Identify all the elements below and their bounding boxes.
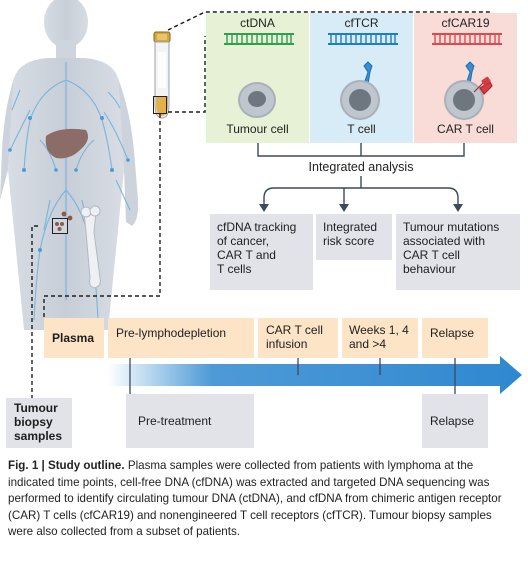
- output-box-cfdna-tracking: cfDNA tracking of cancer, CAR T and T ce…: [210, 214, 313, 290]
- timepoint-pre-lymphodepletion: Pre-lymphodepletion: [108, 318, 254, 358]
- dna-icon-ctdna: [224, 33, 294, 45]
- sample-tube-icon: [153, 31, 171, 119]
- output-line: behaviour: [403, 262, 456, 276]
- timepoint-relapse: Relapse: [422, 318, 488, 358]
- tumour-label-line: biopsy: [14, 415, 53, 429]
- plasma-label-box: Plasma: [44, 318, 104, 358]
- cell-label-cftcr: T cell: [347, 122, 376, 136]
- output-line: Integrated: [323, 220, 378, 234]
- car-t-cell-icon: [444, 61, 493, 120]
- output-line: T cells: [217, 262, 252, 276]
- biopsy-pre-treatment: Pre-treatment: [126, 394, 254, 448]
- timepoint-weeks: Weeks 1, 4 and >4: [342, 318, 418, 358]
- output-line: associated with: [403, 234, 486, 248]
- panel-title-cfcar19: cfCAR19: [441, 16, 490, 30]
- tumour-biopsy-label-box: Tumour biopsy samples: [6, 398, 72, 448]
- biopsy-timepoint-label: Relapse: [430, 414, 475, 428]
- tumour-label-line: samples: [14, 429, 63, 443]
- output-box-tumour-mutations: Tumour mutations associated with CAR T c…: [396, 214, 520, 290]
- biopsy-site-box: [52, 218, 68, 234]
- caption-text: Plasma samples were collected from patie…: [8, 459, 502, 539]
- timepoint-car-t-infusion: CAR T cell infusion: [258, 318, 338, 358]
- human-figure: [0, 0, 139, 330]
- cell-label-cfcar19: CAR T cell: [437, 122, 494, 136]
- output-line: Tumour mutations: [403, 220, 500, 234]
- plasma-label: Plasma: [52, 331, 95, 345]
- t-cell-icon: [340, 61, 380, 120]
- tube-highlight-box: [153, 96, 167, 114]
- figure-caption: Fig. 1 | Study outline. Plasma samples w…: [8, 458, 520, 541]
- dna-icon-cftcr: [328, 33, 398, 45]
- timepoint-label: Weeks 1, 4: [349, 323, 409, 337]
- tumour-label-line: Tumour: [14, 401, 58, 415]
- output-line: risk score: [323, 234, 375, 248]
- cell-label-ctdna: Tumour cell: [226, 122, 289, 136]
- biopsy-timepoint-label: Pre-treatment: [138, 414, 212, 428]
- timepoint-label: and >4: [349, 337, 387, 351]
- timepoint-label: infusion: [266, 337, 308, 351]
- output-box-risk-score: Integrated risk score: [316, 214, 392, 260]
- caption-title: Fig. 1 | Study outline.: [8, 459, 125, 472]
- output-line: CAR T cell: [403, 248, 460, 262]
- dna-icon-cfcar19: [432, 33, 502, 45]
- output-line: cfDNA tracking: [217, 220, 297, 234]
- integrated-analysis-label: Integrated analysis: [308, 160, 414, 174]
- panel-title-ctdna: ctDNA: [240, 16, 275, 30]
- tissue-sample-icon: [55, 222, 64, 231]
- output-line: of cancer,: [217, 234, 270, 248]
- biopsy-relapse: Relapse: [422, 394, 488, 448]
- output-line: CAR T and: [217, 248, 276, 262]
- timepoint-label: Relapse: [430, 326, 475, 340]
- timepoint-label: Pre-lymphodepletion: [116, 326, 227, 340]
- tumour-cell-icon: [238, 82, 276, 118]
- timepoint-label: CAR T cell: [266, 323, 323, 337]
- panel-title-cftcr: cfTCR: [344, 16, 379, 30]
